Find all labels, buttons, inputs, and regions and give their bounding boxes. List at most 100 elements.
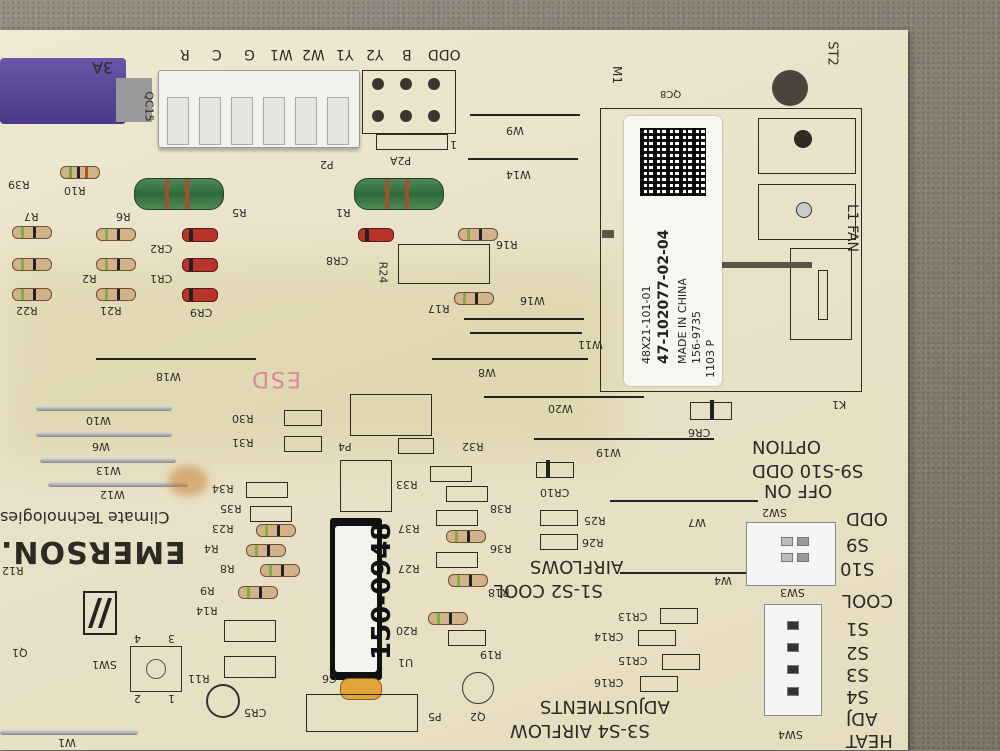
- dip-switch-sw3[interactable]: [764, 604, 822, 716]
- label-r14: R14: [196, 604, 218, 617]
- qr-code: [640, 128, 706, 196]
- sticker-code: 156-9735: [690, 311, 703, 364]
- label-r36: R36: [490, 542, 512, 555]
- label-b: B: [402, 46, 412, 62]
- label-p5: P5: [428, 710, 442, 723]
- label-w9: W9: [506, 124, 524, 137]
- sticker-suffix: 1103 P: [704, 339, 717, 378]
- opt-offon: OFF ON: [764, 480, 833, 501]
- label-r35: R35: [220, 502, 242, 515]
- opt-odd: ODD: [846, 508, 888, 529]
- label-fan: L1 FAN: [843, 204, 860, 252]
- opt-s9: S9: [846, 534, 869, 555]
- label-r33: R33: [396, 478, 418, 491]
- label-p4: P4: [338, 440, 352, 453]
- label-cr10: CR10: [540, 486, 570, 499]
- connector-p2a: [362, 70, 456, 134]
- diode-cr8: [345, 228, 407, 242]
- opt-s1s2: S1-S2 COOL: [494, 580, 603, 601]
- label-p2a: P2A: [390, 154, 412, 167]
- label-r30: R30: [232, 412, 254, 425]
- label-q1: Q1: [12, 646, 28, 659]
- label-w16: W16: [520, 294, 545, 307]
- sw2-label: SW2: [762, 506, 787, 519]
- label-w12: W12: [100, 488, 125, 501]
- label-cr14: CR14: [594, 630, 624, 643]
- label-r26: R26: [582, 536, 604, 549]
- opt-s2: S2: [846, 642, 869, 663]
- fuse-label: 3A: [92, 58, 114, 77]
- opt-adjustments: ADJUSTMENTS: [540, 696, 670, 717]
- diode-cr9: [169, 288, 231, 302]
- opt-s1: S1: [846, 618, 869, 639]
- label-cr15: CR15: [618, 654, 648, 667]
- opt-s3s4: S3-S4 AIRFLOW: [510, 720, 650, 741]
- opt-cool: COOL: [842, 590, 893, 611]
- label-one: 1: [450, 138, 457, 151]
- dip-switch-sw2[interactable]: [746, 522, 836, 586]
- label-w11: W11: [578, 338, 603, 351]
- emerson-logo-icon: [82, 590, 118, 636]
- label-pin4: 4: [134, 632, 141, 645]
- mount-hole: [772, 70, 808, 106]
- opt-option: OPTION: [752, 436, 821, 457]
- label-w1: W1: [58, 736, 76, 749]
- label-cr5: CR5: [244, 706, 267, 719]
- label-r22: R22: [16, 304, 38, 317]
- opt-s10: S10: [840, 558, 875, 579]
- sw4-label: SW4: [778, 728, 803, 741]
- inspection-stamp: ESD: [250, 366, 301, 391]
- label-r8: R8: [220, 562, 235, 575]
- label-sw1: SW1: [92, 658, 117, 671]
- label-r31: R31: [232, 436, 254, 449]
- sticker-part2: 47-102077-02-04: [656, 229, 672, 364]
- label-r34: R34: [212, 482, 234, 495]
- fuse: [0, 54, 152, 140]
- label-r38: R38: [490, 502, 512, 515]
- label-y2: Y2: [366, 46, 384, 62]
- label-r39: R39: [8, 178, 30, 191]
- emerson-sub-text: Climate Technologies: [0, 508, 170, 527]
- label-cr1: CR1: [150, 272, 173, 285]
- label-r32: R32: [462, 440, 484, 453]
- label-k1: K1: [832, 398, 847, 411]
- power-resistor-r5: [117, 178, 241, 210]
- r24-outline: [398, 244, 490, 284]
- diode-cr2: [169, 228, 231, 242]
- label-w2: W2: [302, 46, 325, 62]
- label-w7: W7: [688, 516, 706, 529]
- label-m1: M1: [610, 66, 624, 84]
- label-r20: R20: [396, 624, 418, 637]
- label-w20: W20: [548, 402, 573, 415]
- label-r11: R11: [188, 672, 210, 685]
- label-pin3: 3: [168, 632, 175, 645]
- switch-sw1[interactable]: [130, 646, 182, 692]
- label-w13: W13: [96, 464, 121, 477]
- label-qc8: QC8: [660, 88, 682, 99]
- flux-stain: [168, 466, 208, 496]
- qc15-label: QC15: [142, 91, 156, 122]
- opt-s4: S4: [846, 686, 869, 707]
- label-w10: W10: [86, 414, 111, 427]
- opt-s3: S3: [846, 664, 869, 685]
- label-w14: W14: [506, 168, 531, 181]
- label-r23: R23: [212, 522, 234, 535]
- label-c6: C6: [322, 672, 337, 685]
- ic-label-text: 150-0948: [367, 522, 397, 660]
- opt-airflows: AIRFLOWS: [530, 556, 624, 577]
- label-r4: R4: [204, 542, 219, 555]
- label-q2: Q2: [470, 710, 486, 723]
- connector-p2: [158, 70, 360, 148]
- label-y1: Y1: [336, 46, 354, 62]
- label-c: C: [212, 46, 222, 62]
- label-r6: R6: [116, 210, 131, 223]
- sticker-part1: 48X21-101-01: [640, 285, 653, 364]
- label-cr2: CR2: [150, 242, 173, 255]
- diode-cr10-outline: [536, 462, 574, 478]
- label-w8: W8: [478, 366, 496, 379]
- label-pin1: 1: [168, 692, 175, 705]
- label-r21: R21: [100, 304, 122, 317]
- emerson-logo-text: EMERSON.: [0, 534, 186, 569]
- label-r25: R25: [584, 514, 606, 527]
- label-pin2: 2: [134, 692, 141, 705]
